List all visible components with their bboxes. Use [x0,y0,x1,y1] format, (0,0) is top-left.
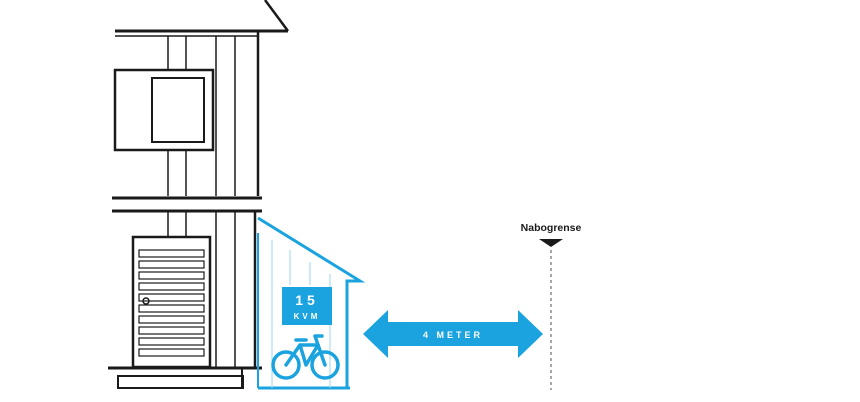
double-arrow-icon [363,310,543,358]
shed-roof [257,216,366,388]
siding [167,36,236,368]
step [117,375,244,389]
distance-label: 4 METER [423,330,483,340]
door-knob [142,297,150,305]
window [151,77,205,143]
house [108,0,290,389]
window-frame [113,68,215,152]
roof-edge [263,0,290,32]
distance-arrow: 4 METER [363,310,543,358]
door-slats [138,249,205,357]
boundary-label: Nabogrense [521,222,582,234]
neighbor-boundary: Nabogrense [521,222,582,390]
area-unit: KVM [294,312,321,321]
triangle-down-icon [539,239,563,247]
bicycle-icon [271,334,340,380]
area-number: 15 [295,292,319,308]
area-badge [282,287,332,325]
